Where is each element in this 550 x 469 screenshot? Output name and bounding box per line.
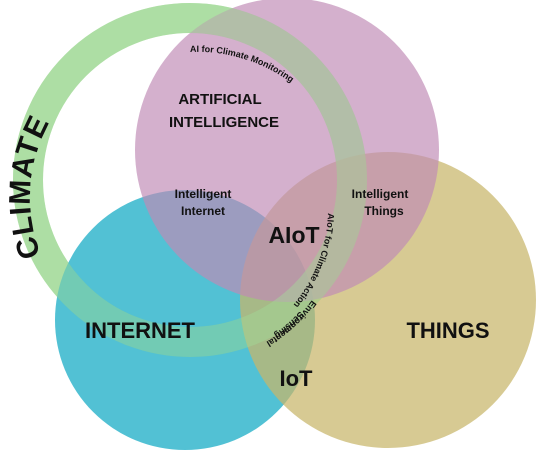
intelligent-things-line1: Intelligent xyxy=(352,187,409,201)
intelligent-things-line2: Things xyxy=(364,204,404,218)
aiot-label: AIoT xyxy=(268,222,319,248)
ai-circle xyxy=(135,0,439,302)
intelligent-internet-line2: Internet xyxy=(181,204,225,218)
iot-label: IoT xyxy=(280,366,314,391)
internet-label: INTERNET xyxy=(85,318,196,343)
intelligent-internet-line1: Intelligent xyxy=(175,187,232,201)
ai-label-line1: ARTIFICIAL xyxy=(178,91,261,108)
climate-ring-overlay xyxy=(13,3,367,357)
things-label: THINGS xyxy=(406,318,489,343)
ai-label-line2: INTELLIGENCE xyxy=(169,114,279,131)
